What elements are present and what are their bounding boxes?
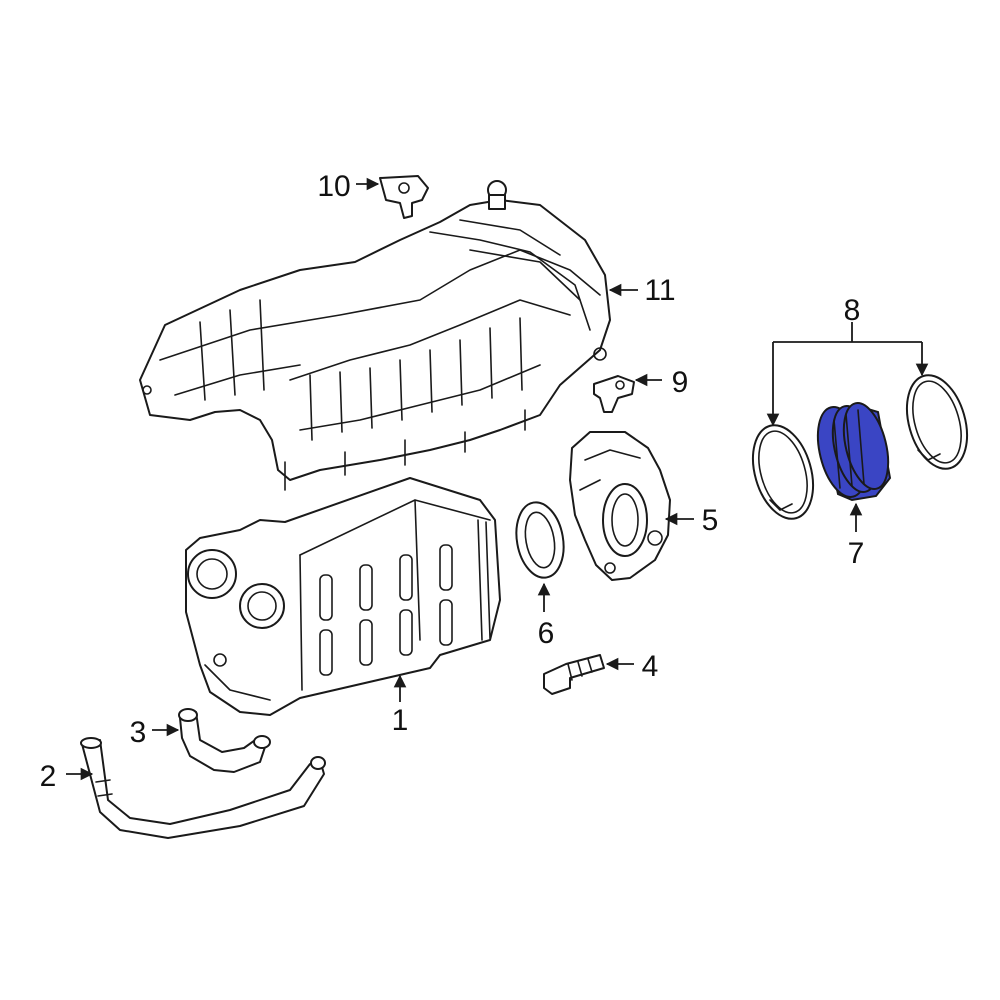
clamp-part-8-right[interactable] [897,368,977,476]
clamp-part-8-left[interactable] [743,418,823,526]
callout-3: 3 [130,716,147,749]
callout-10: 10 [317,170,350,203]
sensor-part-10[interactable] [379,175,429,219]
callout-6: 6 [538,617,555,650]
callout-1: 1 [392,704,409,737]
intercooler-part-1[interactable] [185,477,501,716]
callout-8: 8 [844,294,861,327]
hose-part-2[interactable] [80,737,326,839]
leader-8-bracket [766,322,929,427]
callout-4: 4 [642,650,659,683]
callout-7: 7 [848,537,865,570]
callout-11: 11 [644,274,675,307]
sensor-part-4[interactable] [543,654,605,695]
leader-lines [66,177,929,781]
sensor-part-9[interactable] [593,375,635,413]
callout-2: 2 [40,760,57,793]
callout-9: 9 [672,366,689,399]
intake-manifold-part-11[interactable] [139,180,611,491]
throttle-body-part-5[interactable] [569,431,671,581]
hose-part-3[interactable] [178,708,271,773]
callout-numbers: 1 2 3 4 5 6 7 8 9 10 11 [40,170,865,793]
gasket-part-6[interactable] [511,499,569,582]
callout-5: 5 [702,504,719,537]
sleeve-part-7-highlighted[interactable] [810,398,897,502]
